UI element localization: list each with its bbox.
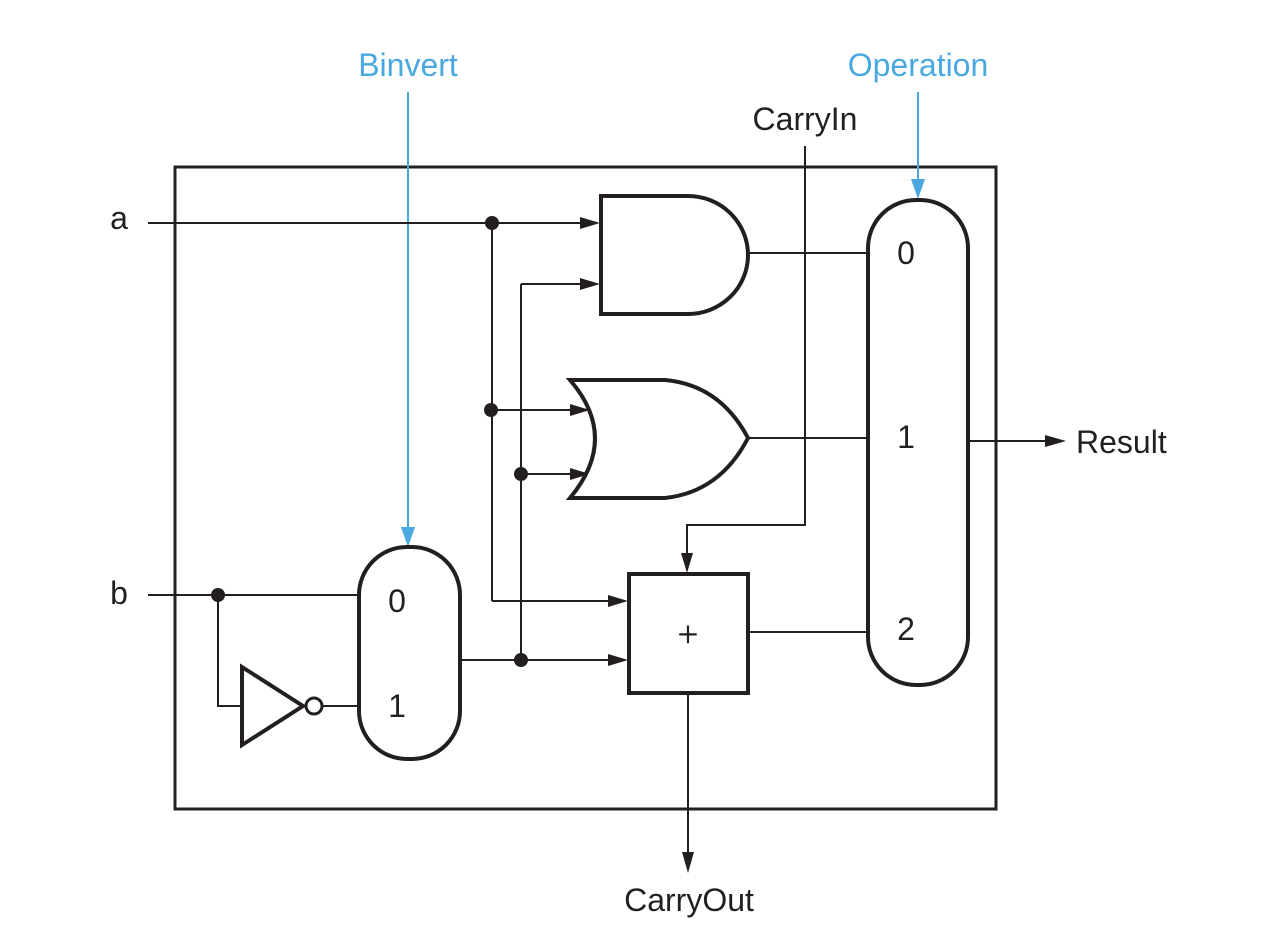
b-to-inverter-wire <box>217 595 241 707</box>
adder-input-b-arrowhead <box>608 654 628 666</box>
binvert-arrowhead <box>401 527 415 547</box>
result-mux-input-0: 0 <box>897 235 915 271</box>
or-input-a-arrowhead <box>570 404 590 416</box>
adder-input-a-arrowhead <box>608 595 628 607</box>
result-arrowhead <box>1045 435 1066 447</box>
carry-in-wire <box>686 146 806 553</box>
or-input-b-arrowhead <box>570 468 590 480</box>
input-b-label: b <box>110 575 128 611</box>
or-gate <box>565 378 751 500</box>
binvert-mux-input-1: 1 <box>388 688 406 724</box>
carry-in-arrowhead <box>681 553 693 573</box>
and-gate <box>599 194 750 316</box>
input-a-label: a <box>110 200 128 236</box>
result-mux <box>866 198 970 687</box>
inverter-bubble <box>304 696 324 716</box>
carry-out-label: CarryOut <box>624 882 754 918</box>
operation-label: Operation <box>848 47 989 83</box>
adder-symbol: + <box>676 617 699 650</box>
alu-bit-box <box>173 165 998 811</box>
carry-out-arrowhead <box>682 852 694 873</box>
binvert-mux-input-0: 0 <box>388 583 406 619</box>
binvert-mux <box>357 545 462 761</box>
inverter-triangle <box>240 663 307 749</box>
result-label: Result <box>1076 424 1167 460</box>
carry-in-label: CarryIn <box>753 101 858 137</box>
adder-box <box>627 572 750 695</box>
binvert-label: Binvert <box>358 47 458 83</box>
and-input-b-arrowhead <box>580 278 600 290</box>
result-mux-input-2: 2 <box>897 611 915 647</box>
and-input-a-arrowhead <box>580 217 600 229</box>
result-mux-input-1: 1 <box>897 419 915 455</box>
operation-arrowhead <box>911 179 925 199</box>
